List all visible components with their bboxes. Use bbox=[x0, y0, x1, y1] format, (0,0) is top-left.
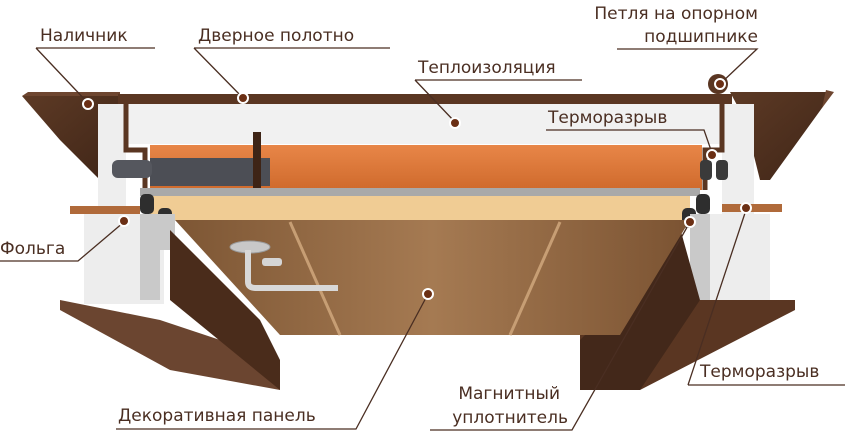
left-frame-lower bbox=[60, 214, 280, 390]
callout-dots bbox=[82, 78, 752, 300]
lock-bolt bbox=[112, 132, 270, 188]
callout-lines bbox=[0, 47, 845, 431]
door-handle bbox=[229, 240, 338, 291]
left-casing bbox=[22, 92, 120, 180]
label-thermal-break-top: Терморазрыв bbox=[548, 108, 668, 128]
label-magnetic-seal-line2: уплотнитель bbox=[452, 408, 568, 428]
label-thermal-insulation: Теплоизоляция bbox=[418, 58, 556, 78]
label-foil: Фольга bbox=[0, 239, 66, 259]
label-thermal-break-bottom: Терморазрыв bbox=[700, 362, 820, 382]
label-door-leaf: Дверное полотно bbox=[198, 26, 355, 46]
white-insulation bbox=[100, 104, 750, 144]
label-casing: Наличник bbox=[40, 26, 128, 46]
label-decorative-panel: Декоративная панель bbox=[118, 406, 316, 426]
decorative-wood-panel bbox=[175, 220, 690, 336]
label-hinge-line2: подшипнике bbox=[644, 27, 758, 47]
label-magnetic-seal-line1: Магнитный bbox=[458, 384, 560, 404]
door-leaf-top-sheet bbox=[118, 94, 732, 104]
mdf-panel bbox=[150, 196, 690, 220]
right-casing bbox=[730, 90, 834, 180]
label-hinge-line1: Петля на опорном bbox=[594, 4, 758, 24]
